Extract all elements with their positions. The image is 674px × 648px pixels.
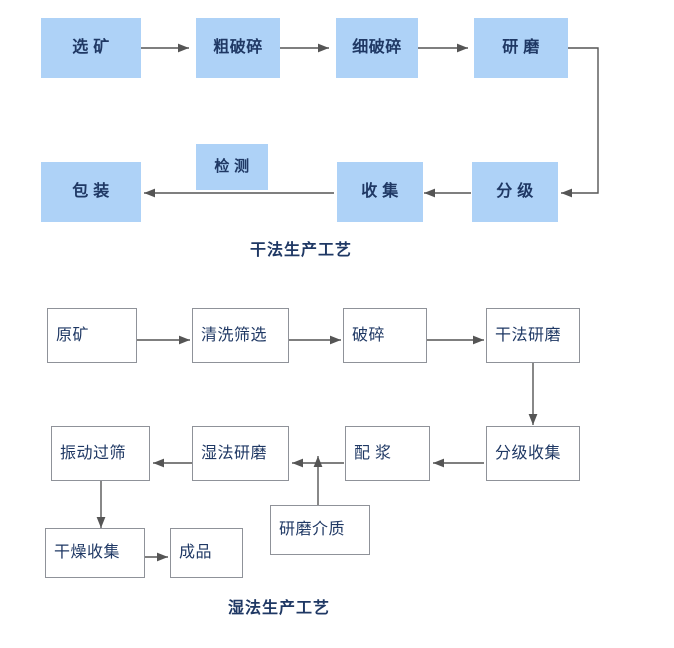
node-chengpin[interactable]: 成品	[170, 528, 243, 578]
node-baozhuang[interactable]: 包 装	[41, 162, 141, 222]
node-posui[interactable]: 破碎	[343, 308, 427, 363]
node-fenjishouji[interactable]: 分级收集	[486, 426, 580, 481]
node-jiance[interactable]: 检 测	[196, 144, 268, 190]
node-xiposui[interactable]: 细破碎	[336, 18, 418, 78]
node-fenji[interactable]: 分 级	[472, 162, 558, 222]
node-yuankuang[interactable]: 原矿	[47, 308, 137, 363]
node-yanmo[interactable]: 研 磨	[474, 18, 568, 78]
node-qingxishaixuan[interactable]: 清洗筛选	[192, 308, 289, 363]
node-shifayanmo[interactable]: 湿法研磨	[192, 426, 289, 481]
caption-dry-process: 干法生产工艺	[250, 242, 353, 259]
node-shouji[interactable]: 收 集	[337, 162, 423, 222]
node-ganfayanmo[interactable]: 干法研磨	[486, 308, 580, 363]
node-ganzaoshouji[interactable]: 干燥收集	[45, 528, 145, 578]
node-xuankuang[interactable]: 选 矿	[41, 18, 141, 78]
caption-wet-process: 湿法生产工艺	[228, 600, 331, 617]
node-zhendongguoshai[interactable]: 振动过筛	[51, 426, 150, 481]
node-yanmojiezhi[interactable]: 研磨介质	[270, 505, 370, 555]
node-cupsui[interactable]: 粗破碎	[196, 18, 280, 78]
node-peijiang[interactable]: 配 浆	[345, 426, 430, 481]
